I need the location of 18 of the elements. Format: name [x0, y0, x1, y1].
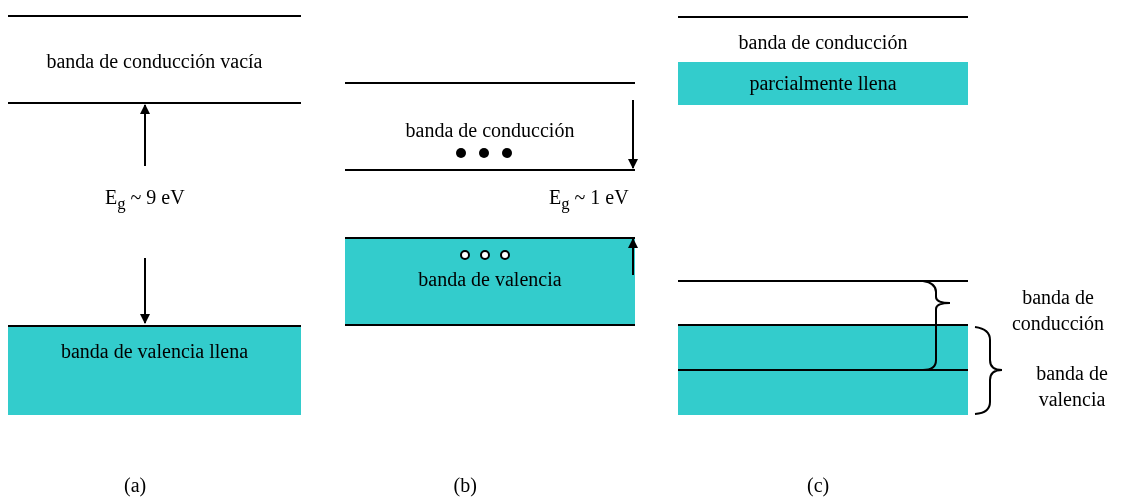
band-label: banda de valencia	[1035, 361, 1109, 412]
band-label: banda de conducción	[737, 30, 909, 55]
filled-band: parcialmente llena	[678, 62, 968, 105]
panel-label: (a)	[124, 473, 147, 497]
conduction-band	[678, 16, 968, 104]
conduction-band	[345, 82, 635, 171]
panel-label: (b)	[453, 473, 477, 497]
energy-gap-label: E$_{g}$ ~ 9 eV	[105, 185, 185, 215]
valence-band	[345, 237, 635, 326]
conduction-band	[8, 15, 301, 104]
band-label: banda de conducción	[404, 118, 576, 143]
band-label: banda de valencia	[417, 267, 563, 292]
panel-label: (c)	[807, 473, 830, 497]
band-label: banda de conducción	[1010, 285, 1106, 336]
band-label: banda de conducción vacía	[45, 49, 264, 74]
energy-gap-label: E$_{g}$ ~ 1 eV	[549, 185, 629, 215]
band-label: banda de valencia llena	[59, 339, 250, 364]
valence-band	[8, 325, 301, 415]
